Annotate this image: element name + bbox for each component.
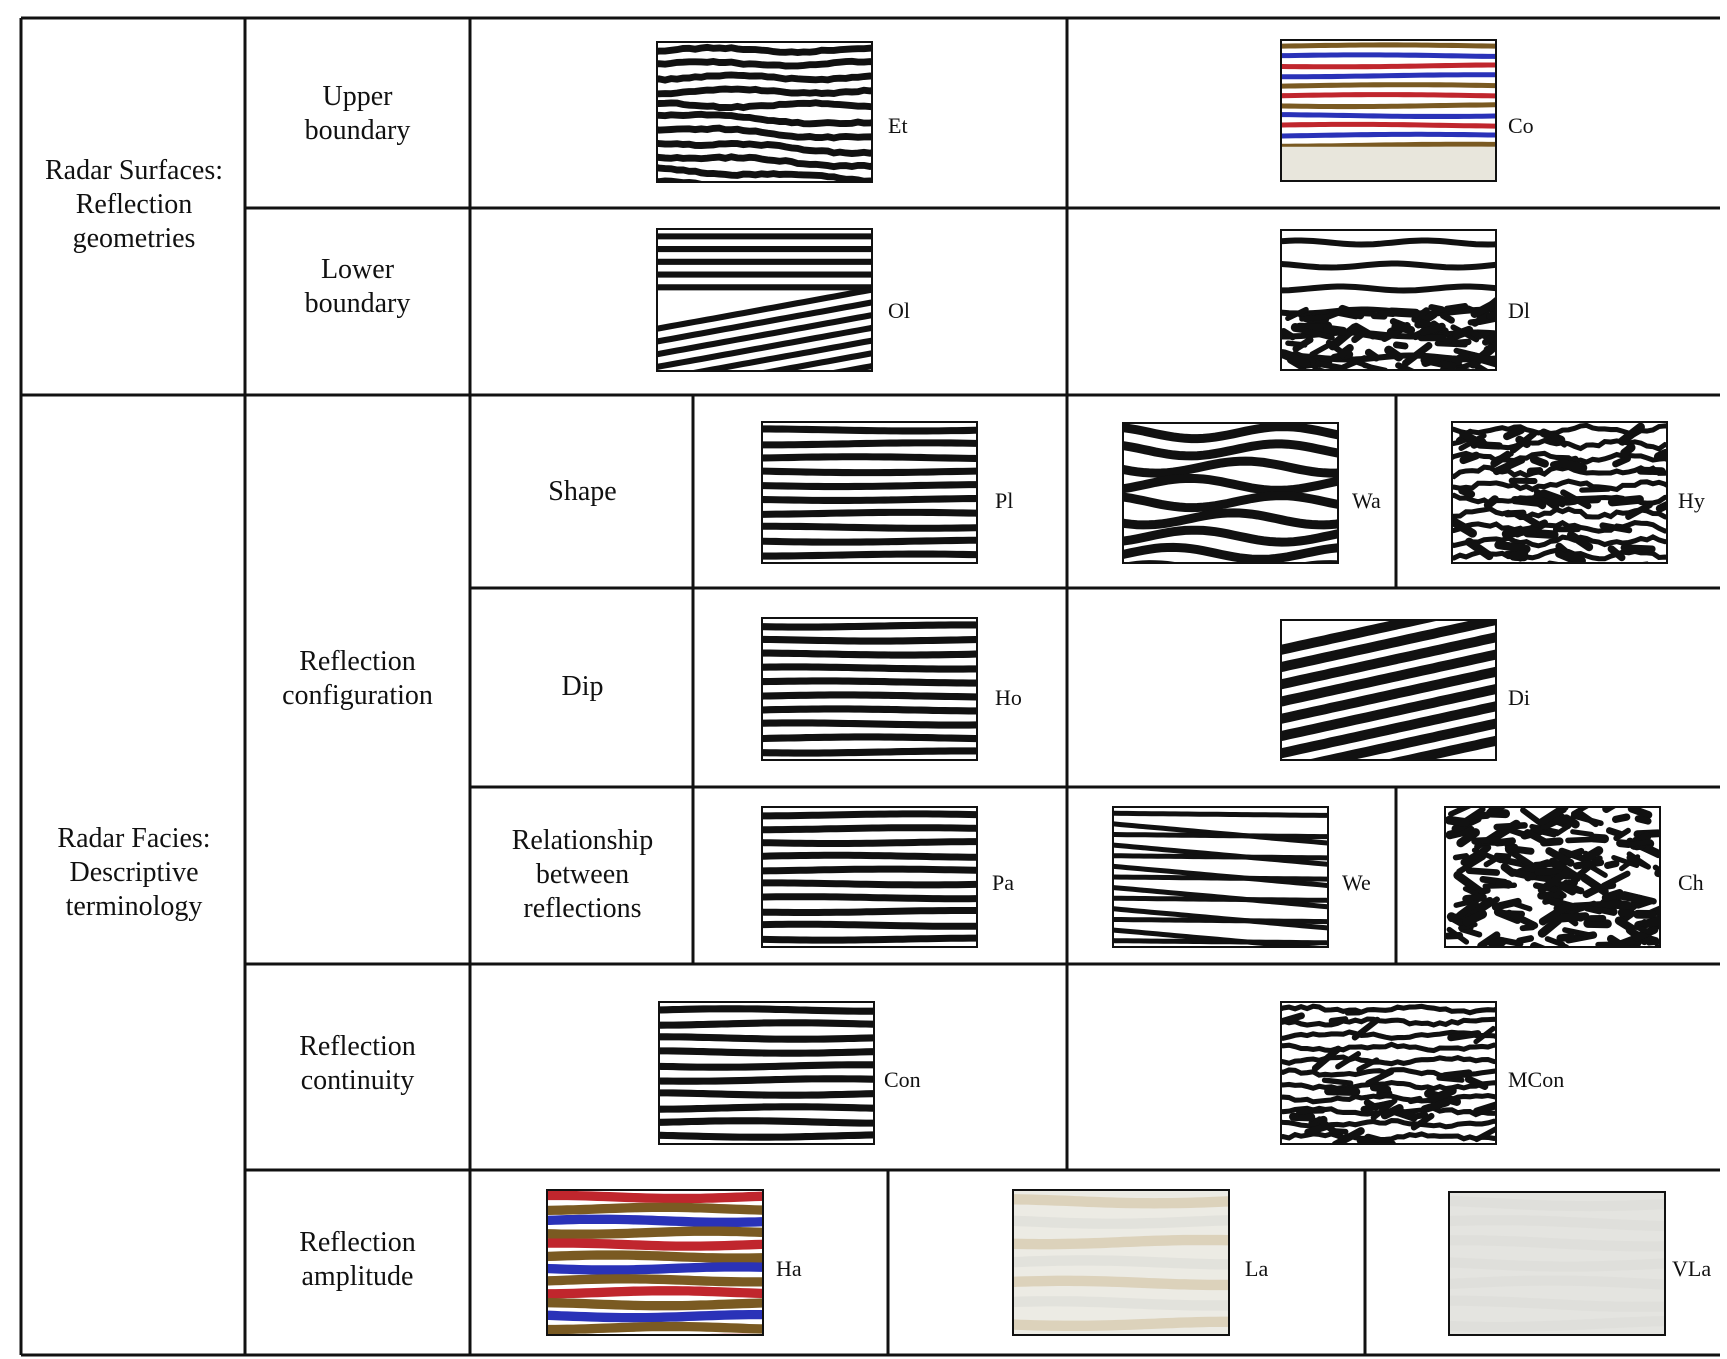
code-label-dl: Dl xyxy=(1508,298,1530,323)
gpr-pattern-mcon xyxy=(1282,1003,1495,1143)
category-surfaces-label: Radar Surfaces: Reflection geometries xyxy=(44,155,224,254)
gpr-pattern-hy xyxy=(1453,423,1666,562)
panel-mcon xyxy=(1280,1001,1497,1145)
code-label-co: Co xyxy=(1508,113,1534,138)
code-label-et: Et xyxy=(888,113,908,138)
gpr-pattern-ch xyxy=(1446,808,1659,946)
panel-di xyxy=(1280,619,1497,761)
row-label-dip: Dip xyxy=(561,671,604,702)
code-label-ha: Ha xyxy=(776,1256,802,1281)
panel-ol xyxy=(656,228,873,372)
code-label-la: La xyxy=(1245,1256,1269,1281)
code-label-ol: Ol xyxy=(888,298,910,323)
code-label-con: Con xyxy=(884,1067,921,1092)
code-label-we: We xyxy=(1342,870,1371,895)
gpr-pattern-wa xyxy=(1124,424,1337,562)
panel-dl xyxy=(1280,229,1497,371)
gpr-pattern-ho xyxy=(763,619,976,759)
panel-ha xyxy=(546,1189,764,1336)
panel-co xyxy=(1280,39,1497,182)
code-label-vla: VLa xyxy=(1672,1256,1712,1281)
gpr-pattern-ha xyxy=(548,1191,762,1334)
row-label-reflection-configuration: Reflection configuration xyxy=(282,646,433,711)
panel-we xyxy=(1112,806,1329,948)
row-label-shape: Shape xyxy=(548,476,617,507)
gpr-pattern-pa xyxy=(763,808,976,946)
panel-hy xyxy=(1451,421,1668,564)
gpr-pattern-con xyxy=(660,1003,873,1143)
panel-la xyxy=(1012,1189,1230,1336)
gpr-pattern-di xyxy=(1282,621,1495,759)
code-label-mcon: MCon xyxy=(1508,1067,1565,1092)
row-label-upper-boundary: Upper boundary xyxy=(304,81,411,146)
panel-vla xyxy=(1448,1191,1666,1336)
row-label-relationship: Relationship between reflections xyxy=(511,825,654,924)
code-label-pl: Pl xyxy=(995,488,1014,513)
code-label-hy: Hy xyxy=(1678,488,1705,513)
code-label-ho: Ho xyxy=(995,685,1022,710)
code-label-ch: Ch xyxy=(1678,870,1704,895)
gpr-pattern-dl xyxy=(1282,231,1495,369)
category-facies-label: Radar Facies: Descriptive terminology xyxy=(57,823,211,922)
row-label-reflection-continuity: Reflection continuity xyxy=(299,1031,416,1096)
gpr-pattern-co xyxy=(1282,41,1495,180)
panel-wa xyxy=(1122,422,1339,564)
gpr-pattern-vla xyxy=(1450,1193,1664,1334)
code-label-pa: Pa xyxy=(992,870,1014,895)
gpr-pattern-pl xyxy=(763,423,976,562)
code-label-wa: Wa xyxy=(1352,488,1381,513)
gpr-pattern-we xyxy=(1114,808,1327,946)
gpr-pattern-ol xyxy=(658,230,871,370)
panel-ch xyxy=(1444,806,1661,948)
panel-et xyxy=(656,41,873,183)
gpr-pattern-la xyxy=(1014,1191,1228,1334)
code-label-di: Di xyxy=(1508,685,1530,710)
panel-con xyxy=(658,1001,875,1145)
row-label-lower-boundary: Lower boundary xyxy=(304,254,411,319)
panel-pa xyxy=(761,806,978,948)
row-label-reflection-amplitude: Reflection amplitude xyxy=(299,1227,416,1292)
panel-pl xyxy=(761,421,978,564)
panel-ho xyxy=(761,617,978,761)
gpr-pattern-et xyxy=(658,43,871,181)
